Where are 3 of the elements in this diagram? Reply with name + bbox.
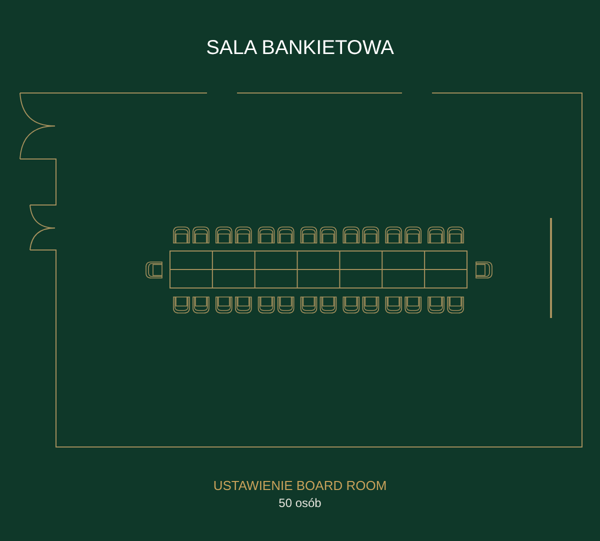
title: SALA BANKIETOWA (205, 37, 395, 60)
guest-count: 50 osób (278, 496, 322, 510)
caption: USTAWIENIE BOARD ROOM (212, 478, 388, 493)
